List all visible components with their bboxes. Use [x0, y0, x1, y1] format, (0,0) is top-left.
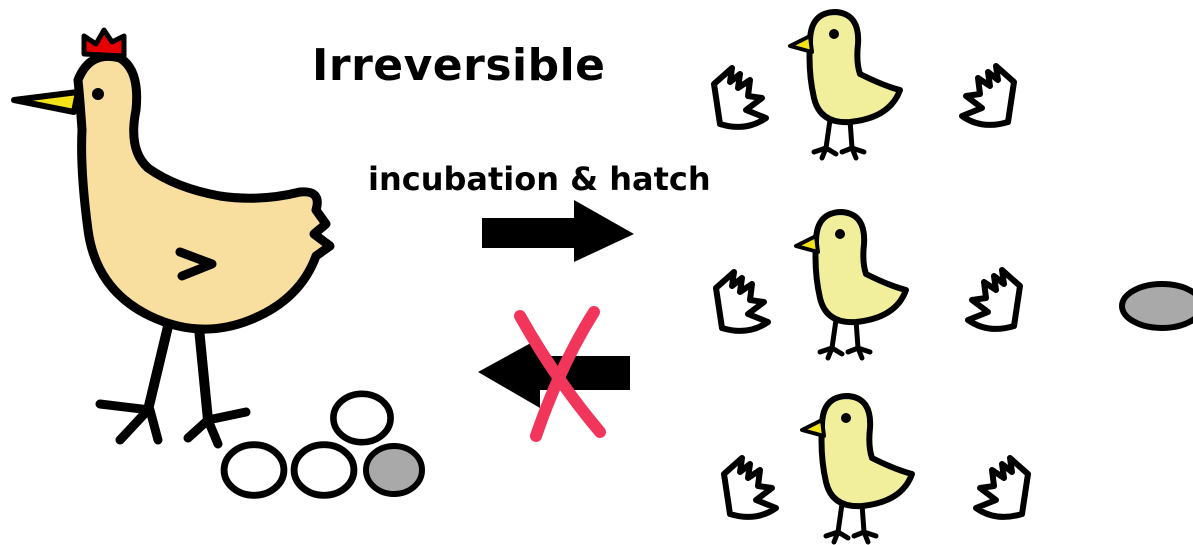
- chick-group: [724, 396, 1028, 542]
- eggshell-icon: [962, 66, 1014, 125]
- eggshell-icon: [976, 458, 1028, 517]
- right-arrow-icon: [482, 200, 634, 262]
- diagram-title: Irreversible: [312, 40, 606, 91]
- eggshell-icon: [716, 272, 768, 331]
- egg-icon: [224, 445, 284, 496]
- cross-mark-icon: [514, 306, 606, 442]
- egg-icon: [1119, 281, 1193, 331]
- chick-group: [714, 12, 1014, 158]
- egg-pile: [224, 394, 425, 497]
- chick-group: [716, 212, 1020, 358]
- eggshell-icon: [714, 68, 766, 127]
- eggshell-icon: [968, 270, 1020, 329]
- egg-icon: [294, 445, 354, 496]
- hen-icon: [11, 27, 335, 449]
- egg-icon: [333, 394, 390, 442]
- egg-icon: [363, 443, 425, 497]
- forward-arrow-label: incubation & hatch: [368, 160, 711, 198]
- chick-icon: [796, 212, 906, 358]
- chick-icon: [790, 12, 900, 158]
- chick-icon: [802, 396, 912, 542]
- eggshell-icon: [724, 458, 776, 517]
